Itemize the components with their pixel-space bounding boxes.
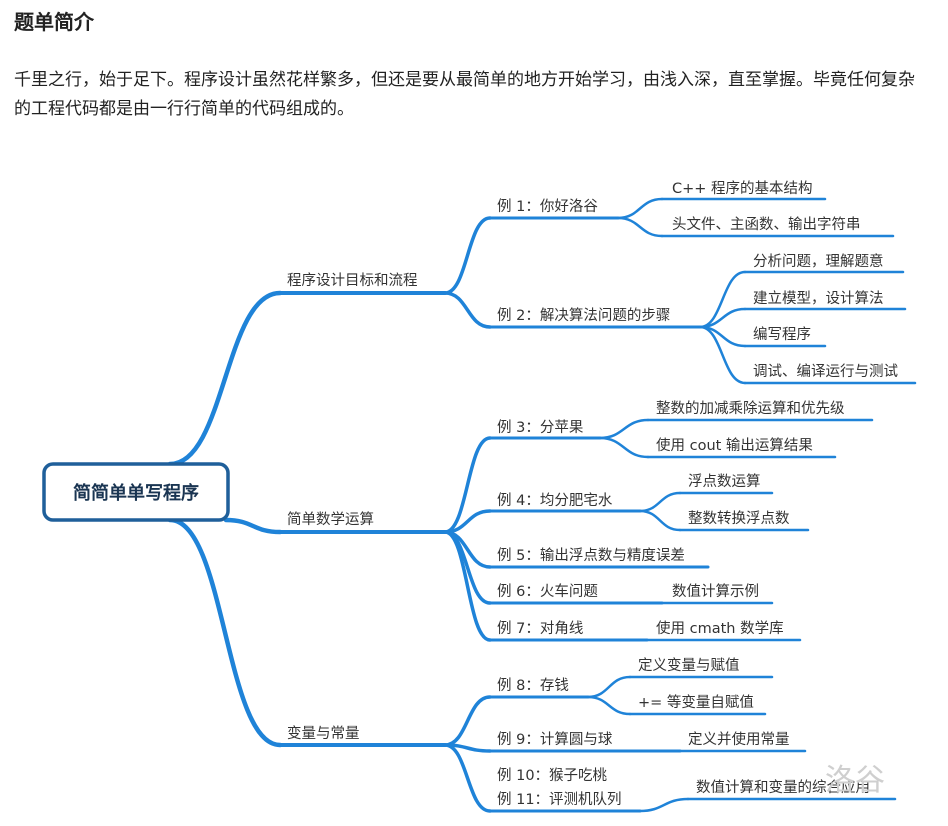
connector-line-43 [443, 695, 492, 747]
example-label-7: 例 7：对角线 [497, 620, 583, 637]
connector-line-7 [443, 216, 492, 295]
branch-label-program-design: 程序设计目标和流程 [287, 272, 418, 289]
detail-label-12: 使用 cmath 数学库 [656, 620, 784, 637]
detail-label-3: 分析问题，理解题意 [753, 252, 884, 270]
example-label-1: 例 1：你好洛谷 [497, 198, 598, 215]
connector-line-13 [616, 216, 664, 238]
detail-label-14: += 等变量自赋值 [638, 693, 754, 711]
root-node-box [42, 462, 230, 522]
example-label-2: 例 2：解决算法问题的步骤 [497, 307, 670, 324]
connector-line-3 [223, 517, 283, 535]
mindmap-edges [167, 197, 917, 813]
intro-paragraph: 千里之行，始于足下。程序设计虽然花样繁多，但还是要从最简单的地方开始学习，由浅入… [14, 70, 915, 119]
detail-label-11: 数值计算示例 [672, 583, 759, 600]
detail-label-10: 整数转换浮点数 [688, 510, 790, 527]
connector-line-1 [167, 290, 283, 467]
root-node-label: 简简单单写程序 [73, 482, 199, 504]
connector-line-51 [586, 695, 632, 716]
connector-line-11 [616, 197, 664, 220]
detail-label-2: 头文件、主函数、输出字符串 [672, 216, 861, 233]
example-label-10: 例 10：猴子吃桃 [497, 767, 608, 784]
detail-label-6: 调试、编译运行与测试 [753, 363, 898, 380]
connector-line-37 [638, 491, 682, 513]
connector-line-54 [638, 797, 690, 813]
example-label-11: 例 11：评测机队列 [497, 791, 622, 808]
detail-label-7: 整数的加减乘除运算和优先级 [656, 400, 845, 417]
detail-label-9: 浮点数运算 [688, 473, 761, 490]
example-label-5: 例 5：输出浮点数与精度误差 [497, 547, 685, 564]
connector-line-39 [638, 509, 682, 532]
branch-label-variables: 变量与常量 [287, 725, 360, 742]
detail-label-4: 建立模型，设计算法 [753, 290, 884, 307]
example-label-3: 例 3：分苹果 [497, 419, 583, 436]
connector-line-23 [443, 436, 492, 534]
connector-line-21 [698, 325, 747, 385]
detail-label-8: 使用 cout 输出运算结果 [656, 437, 813, 454]
connector-line-47 [443, 743, 492, 813]
luogu-watermark: 洛谷 [825, 763, 885, 798]
connector-line-35 [598, 436, 650, 459]
connector-line-33 [598, 418, 650, 440]
branch-label-math: 简单数学运算 [287, 511, 374, 528]
detail-label-15: 定义并使用常量 [688, 731, 790, 748]
example-label-8: 例 8：存钱 [497, 677, 569, 694]
connector-line-9 [443, 291, 492, 329]
detail-label-5: 编写程序 [753, 326, 811, 343]
detail-label-16: 数值计算和变量的综合应用 [696, 778, 870, 796]
example-label-4: 例 4：均分肥宅水 [497, 492, 613, 509]
connector-line-49 [586, 675, 632, 699]
example-label-6: 例 6：火车问题 [497, 583, 598, 600]
detail-label-13: 定义变量与赋值 [638, 657, 740, 674]
section-heading: 题单简介 [14, 10, 94, 34]
connector-line-31 [443, 530, 492, 642]
detail-label-1: C++ 程序的基本结构 [672, 180, 813, 197]
connector-line-5 [167, 517, 283, 748]
example-label-9: 例 9：计算圆与球 [497, 731, 613, 748]
